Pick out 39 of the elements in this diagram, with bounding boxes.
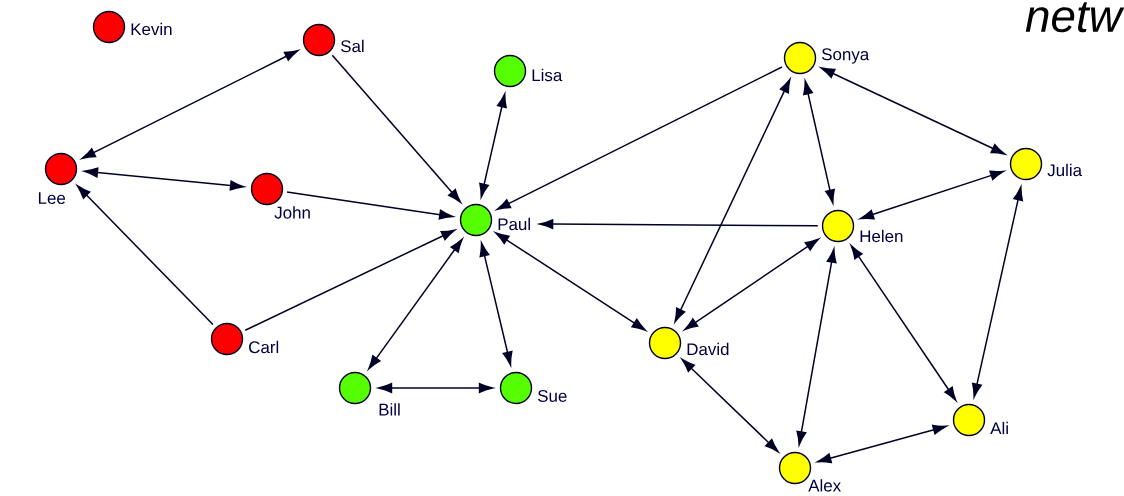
name-label: Kevin <box>131 22 172 36</box>
arrow <box>286 191 454 220</box>
name-label: David <box>687 342 729 356</box>
arrow <box>674 78 791 323</box>
name-label: Lee <box>38 192 66 204</box>
arrow <box>368 238 463 370</box>
arrow <box>76 185 214 326</box>
arrow <box>803 80 835 204</box>
arrow <box>496 66 783 211</box>
arrow <box>479 242 513 366</box>
arrow <box>796 248 837 446</box>
arrow <box>817 424 947 464</box>
title-text: netw <box>1025 2 1124 33</box>
arrow <box>479 93 507 198</box>
name-label: Sue <box>538 390 567 402</box>
name-label: Julia <box>1047 163 1083 177</box>
name-label: Bill <box>379 403 400 416</box>
arrow <box>820 67 1006 155</box>
arrow <box>244 229 456 331</box>
arrow <box>81 49 299 160</box>
name-label: Ali <box>990 421 1008 435</box>
name-label: Sal <box>341 39 364 53</box>
arrow <box>859 170 1005 220</box>
arrow <box>83 167 245 191</box>
name-label: Sonya <box>822 48 870 64</box>
arrow <box>331 54 462 203</box>
name-label: Helen <box>860 229 903 243</box>
name-label: Carl <box>249 340 279 354</box>
arrow <box>681 358 779 453</box>
arrow <box>539 219 819 230</box>
name-label: Paul <box>498 217 530 231</box>
arrow <box>972 186 1023 398</box>
name-label: John <box>274 206 310 219</box>
arrow <box>378 382 493 393</box>
name-label: Alex <box>808 479 841 492</box>
arrow <box>683 238 820 331</box>
arrow <box>850 244 957 402</box>
name-label: Lisa <box>532 68 563 82</box>
arrow <box>495 232 646 331</box>
